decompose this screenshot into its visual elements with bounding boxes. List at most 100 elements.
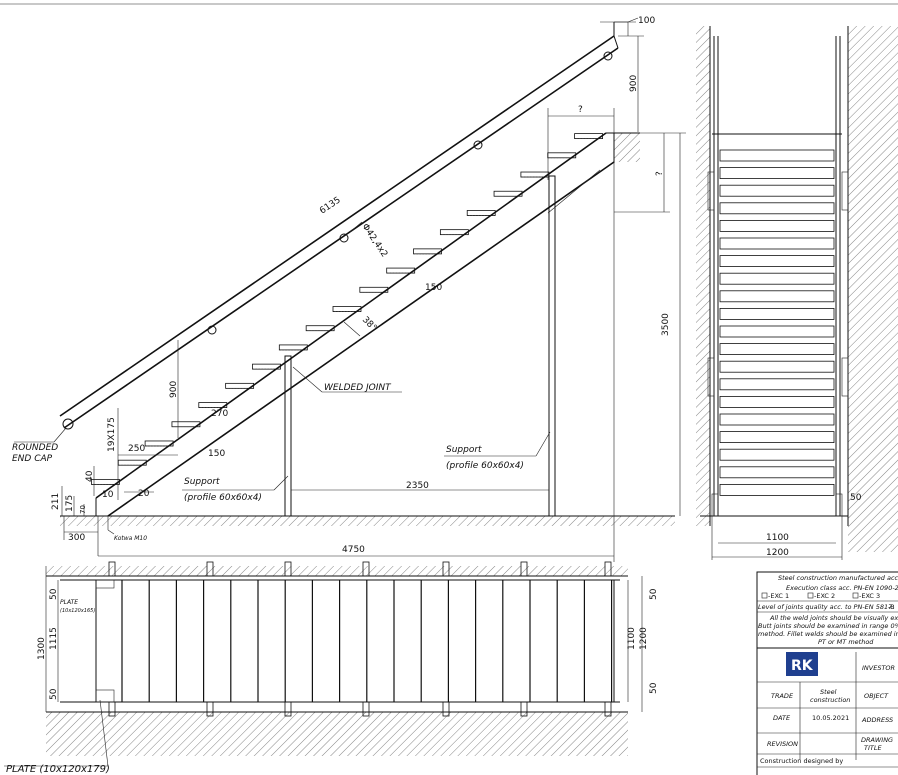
front-tread <box>719 237 835 250</box>
front-tread <box>719 255 835 268</box>
front-tread <box>719 448 835 461</box>
stair-tread <box>386 267 416 274</box>
front-tread <box>719 343 835 356</box>
label-end-cap-2: END CAP <box>12 454 53 464</box>
landing-hatch <box>614 133 640 162</box>
stair-tread <box>198 402 228 408</box>
title-block: Steel construction manufactured acc. PN-… <box>756 571 898 775</box>
dim-top-50-top: 50 <box>49 588 59 600</box>
tb-line3: Level of joints quality acc. to PN-EN 58… <box>758 603 894 611</box>
dim-total-length: 4750 <box>342 545 365 555</box>
stair-tread <box>305 325 335 332</box>
dim-top-1200: 1200 <box>639 627 649 650</box>
rail-post <box>206 561 214 577</box>
front-treads <box>719 149 835 496</box>
wall-right-hatch <box>848 26 898 552</box>
handrail-bottom-line <box>63 47 619 429</box>
front-tread <box>719 167 835 180</box>
handrail-bracket <box>473 140 483 150</box>
tb-drawing-title-2: TITLE <box>864 744 882 752</box>
front-tread <box>719 325 835 338</box>
dim-top-1115: 1115 <box>49 627 59 650</box>
stair-tread <box>252 363 281 370</box>
tb-designed-by: Construction designed by <box>760 757 843 765</box>
tb-revision: REVISION <box>767 740 798 748</box>
handrail-bracket <box>603 51 613 61</box>
rail-post <box>284 561 292 577</box>
rail-post <box>206 701 214 717</box>
dim-top-50-right-top: 50 <box>649 588 659 600</box>
dim-handrail-height-top: 900 <box>629 75 639 92</box>
tb-address: ADDRESS <box>861 716 893 724</box>
support-right <box>548 175 556 517</box>
stair-tread <box>493 190 523 197</box>
label-end-cap-1: ROUNDED <box>12 443 58 453</box>
rail-post <box>604 701 612 717</box>
tb-trade-val-2: construction <box>810 696 850 704</box>
front-tread <box>719 307 835 320</box>
front-tread <box>719 184 835 197</box>
stair-tread <box>439 229 469 236</box>
front-tread <box>719 466 835 479</box>
stair-tread <box>171 421 201 428</box>
tb-exc3: -EXC 3 <box>859 592 880 600</box>
bottom-wall-hatch <box>46 712 628 756</box>
tb-note3: method. Fillet welds should be examined … <box>758 630 898 638</box>
stringer-top-line <box>95 132 607 499</box>
tb-date: DATE <box>773 714 791 722</box>
label-plate: PLATE (10x120x179) <box>6 764 110 775</box>
dim-step-rise: 19X175 <box>107 417 117 452</box>
stair-tread <box>520 171 550 178</box>
stringer-bottom-line <box>107 161 615 517</box>
support-left <box>284 355 292 517</box>
label-anchor: Kotwa M10 <box>114 535 147 542</box>
tb-drawing-title-1: DRAWING <box>861 736 893 744</box>
tb-note1: All the weld joints should be visually e… <box>769 614 898 622</box>
rail-post <box>108 561 116 577</box>
stair-tread <box>225 382 255 389</box>
stair-tread <box>91 478 120 485</box>
rail-post <box>284 701 292 717</box>
company-logo <box>786 652 818 676</box>
label-support-left-1: Support <box>184 477 220 487</box>
label-plate-small-1: PLATE <box>60 599 78 606</box>
front-tread <box>719 272 835 285</box>
top-treads <box>108 561 613 717</box>
rail-post <box>362 561 370 577</box>
side-view: 100 ROUNDED END CAP 6135 Φ42,4x2 900 900 <box>12 16 686 562</box>
tb-object: OBJECT <box>864 692 889 700</box>
label-support-right-1: Support <box>446 445 482 455</box>
front-tread <box>719 413 835 426</box>
rail-post <box>520 701 528 717</box>
stair-tread <box>144 440 174 447</box>
front-tread <box>719 290 835 303</box>
stair-treads <box>91 133 603 485</box>
rail-post <box>604 561 612 577</box>
rail-post <box>442 561 450 577</box>
dim-front-50: 50 <box>850 493 862 503</box>
rail-post <box>520 561 528 577</box>
dim-total-height: 3500 <box>661 313 671 336</box>
tb-line1: Steel construction manufactured acc. PN- <box>778 574 898 582</box>
stair-tread <box>466 210 496 216</box>
dim-handrail-length: 6135 <box>318 195 343 216</box>
tb-note4: PT or MT method <box>818 638 874 646</box>
front-tread <box>719 202 835 215</box>
stair-tread <box>574 133 603 140</box>
top-wall-hatch <box>46 566 628 576</box>
dim-tread-150b: 150 <box>425 283 442 293</box>
dim-top-1300: 1300 <box>37 637 47 660</box>
front-tread <box>719 395 835 408</box>
front-tread <box>719 483 835 496</box>
front-tread <box>719 360 835 373</box>
handrail-top-line <box>59 35 615 417</box>
dim-10: 10 <box>102 490 114 500</box>
dim-175: 175 <box>65 495 75 512</box>
front-tread <box>719 219 835 232</box>
stair-tread <box>413 248 442 255</box>
front-view: 50 1100 1200 <box>696 26 898 560</box>
tb-line2: Execution class acc. PN-EN 1090-2 <box>786 584 898 592</box>
tb-date-val: 10.05.2021 <box>812 714 849 722</box>
stair-tread <box>332 306 362 312</box>
dim-handrail-height: 900 <box>169 381 179 398</box>
